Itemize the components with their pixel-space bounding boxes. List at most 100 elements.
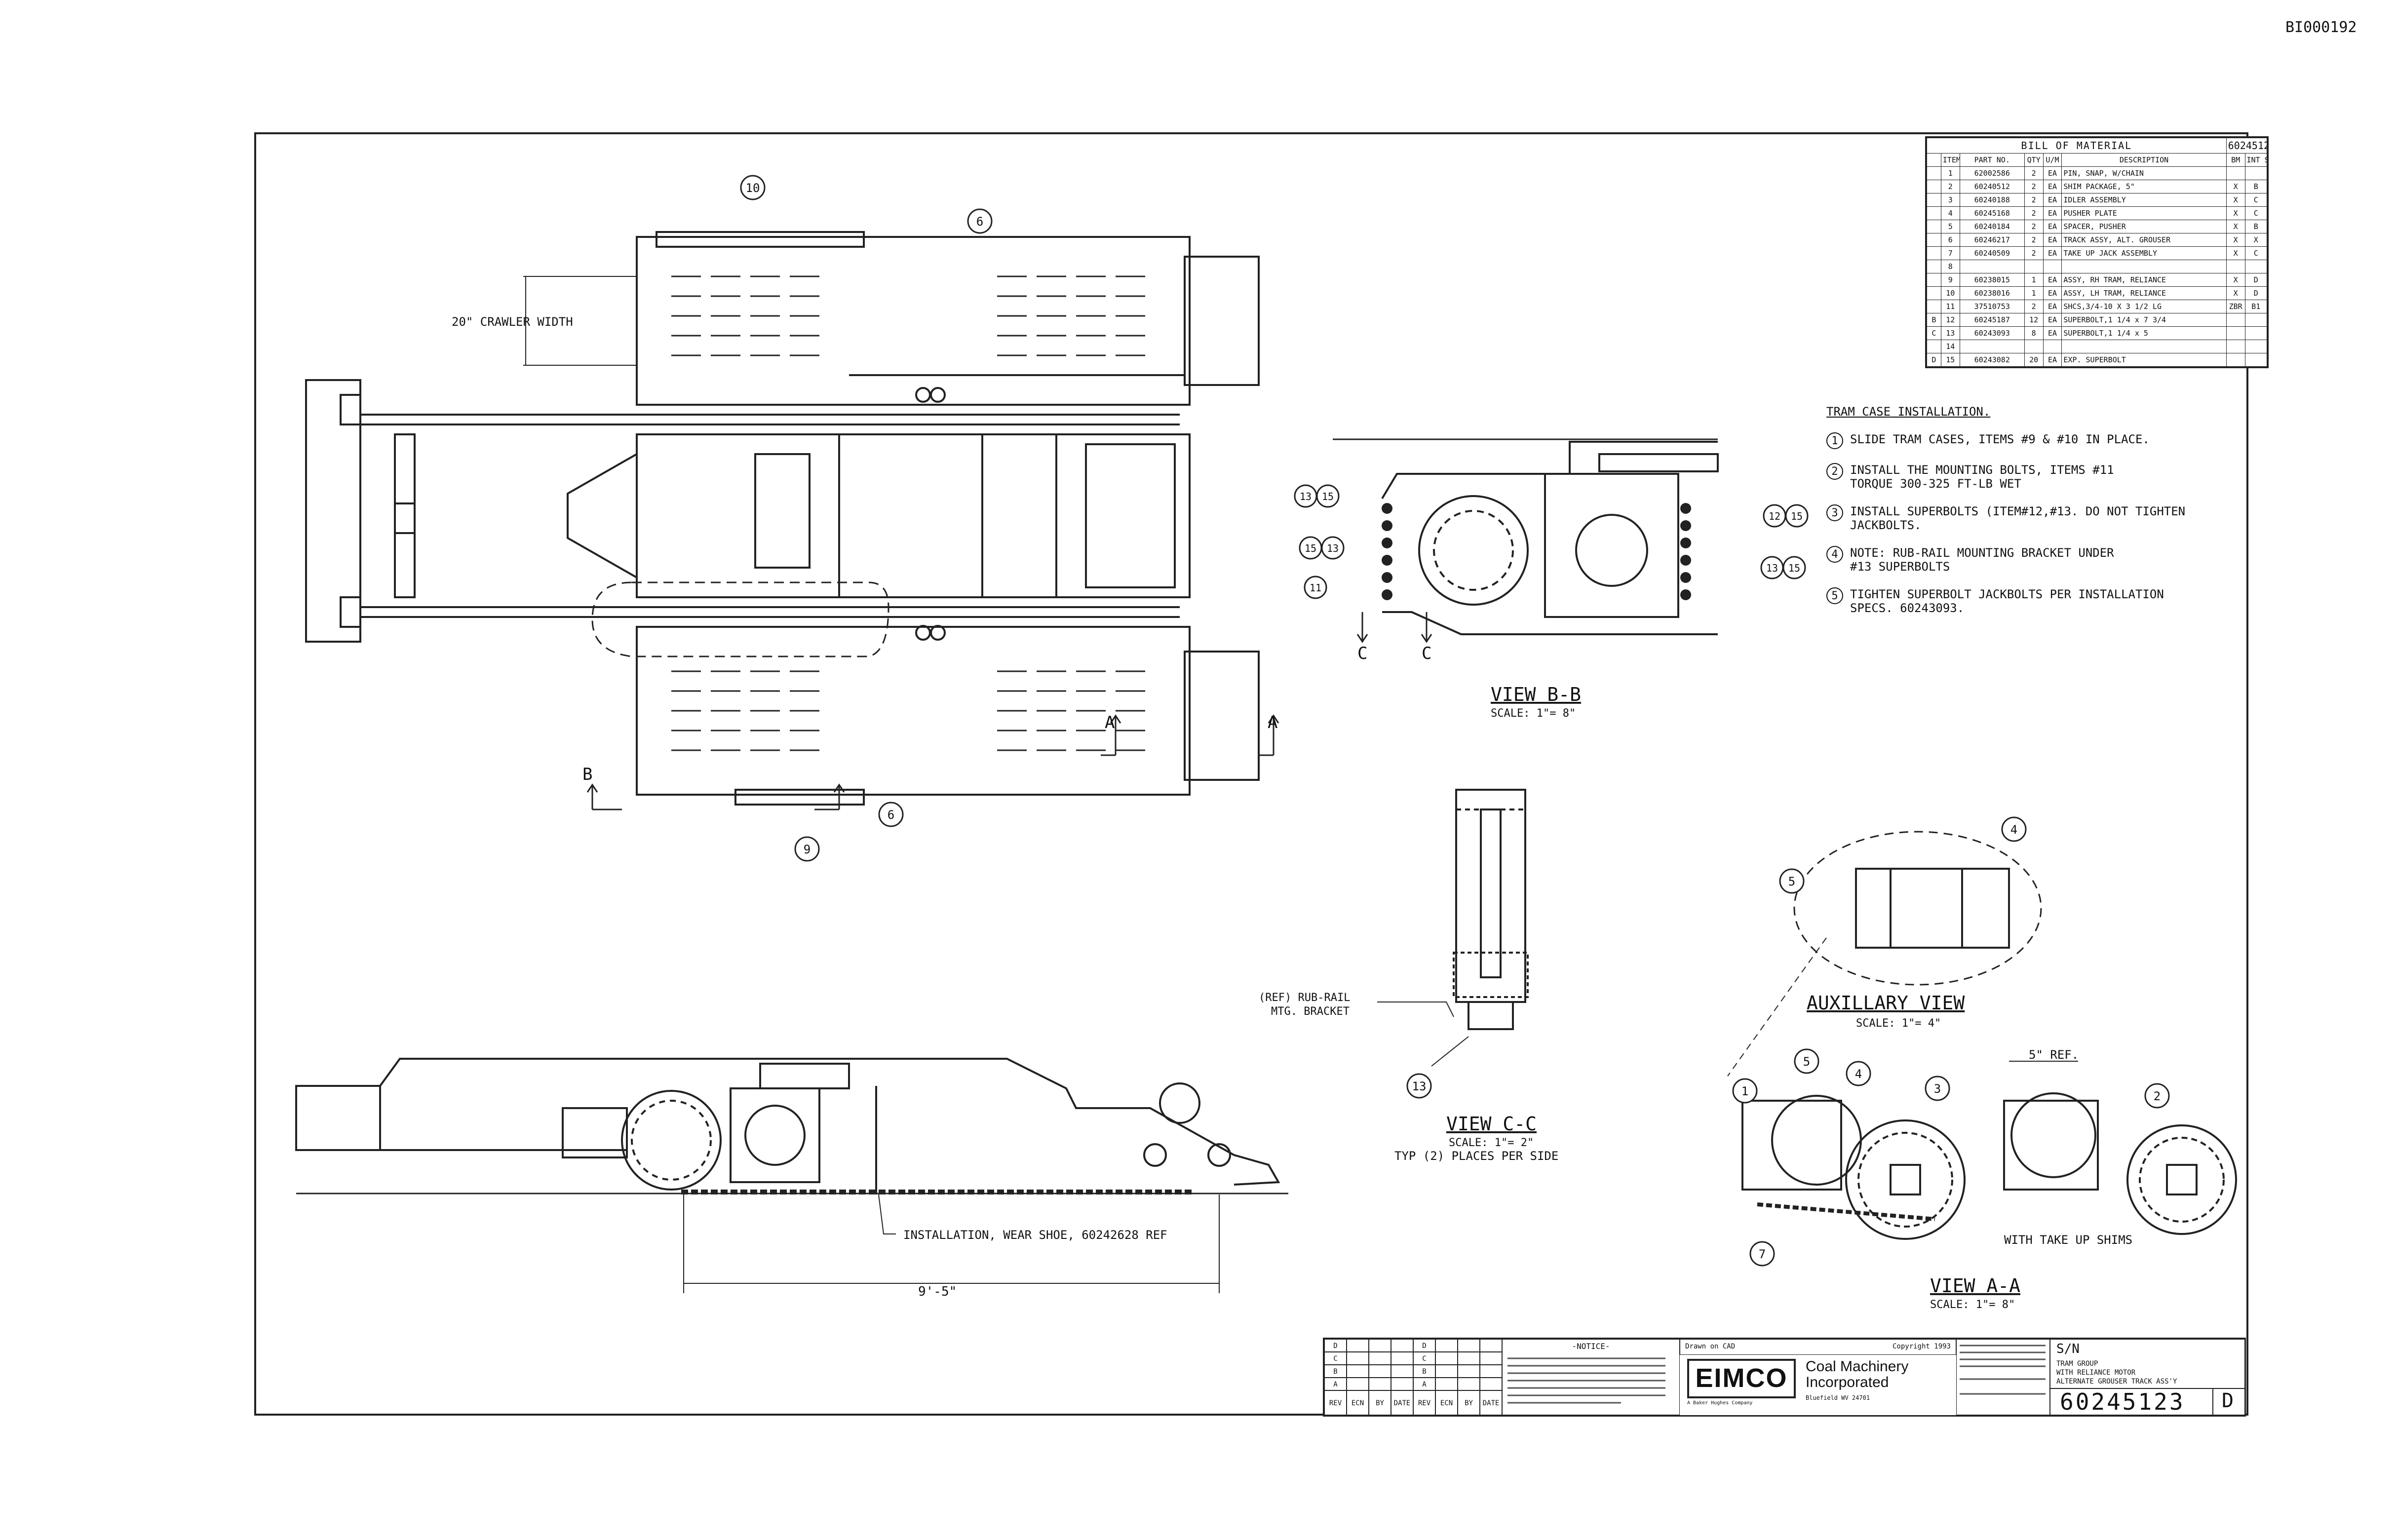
bom-cell-part: 60243093	[1959, 326, 2025, 340]
revision-cell	[1435, 1365, 1458, 1378]
bom-cell-qty: 2	[2024, 166, 2044, 180]
upper-track	[636, 236, 1191, 406]
revision-cell	[1391, 1365, 1413, 1378]
bom-cell-part	[1959, 260, 2025, 273]
bom-cell-item: 6	[1940, 233, 1960, 247]
bom-cell-desc	[2061, 340, 2227, 353]
balloon-6	[878, 802, 904, 827]
bom-cell-um: EA	[2043, 166, 2062, 180]
svg-text:9: 9	[804, 843, 811, 856]
bom-cell-um: EA	[2043, 313, 2062, 327]
bom-cell-part: 60240184	[1959, 220, 2025, 233]
bom-cell-part: 60238015	[1959, 273, 2025, 287]
drawing-title-cell: S/N TRAM GROUP WITH RELIANCE MOTOR ALTER…	[2050, 1339, 2245, 1388]
svg-text:13: 13	[1327, 542, 1339, 554]
revision-cell	[1347, 1365, 1369, 1378]
bom-cell-mark	[1927, 260, 1941, 273]
bom-cell-mark	[1927, 193, 1941, 207]
bom-cell-qty: 2	[2024, 206, 2044, 220]
bom-cell-bm: X	[2226, 180, 2245, 193]
revision-cell	[1435, 1378, 1458, 1390]
view-cc	[1377, 789, 1529, 1067]
drawing-title: TRAM GROUP WITH RELIANCE MOTOR ALTERNATE…	[2056, 1360, 2177, 1386]
bom-cell-desc: SHCS,3/4-10 X 3 1/2 LG	[2061, 300, 2227, 313]
bom-cell-sum: B	[2244, 180, 2268, 193]
bom-cell-sum: B	[2244, 220, 2268, 233]
bom-cell-qty: 2	[2024, 246, 2044, 260]
bom-cell-qty: 1	[2024, 273, 2044, 287]
approval-lines	[1960, 1345, 2046, 1395]
section-c-marker: C	[1422, 644, 1431, 663]
revision-cell	[1391, 1378, 1413, 1390]
bom-cell-sum: B1	[2244, 300, 2268, 313]
bom-cell-qty: 2	[2024, 233, 2044, 247]
revision-header-cell: ECN	[1347, 1390, 1369, 1415]
grouser-pattern	[671, 275, 1145, 751]
revision-cell: B	[1324, 1365, 1347, 1378]
drawing-number: 60245123	[2060, 1388, 2185, 1415]
drive-sprocket	[621, 1090, 722, 1191]
bom-cell-sum: X	[2244, 233, 2268, 247]
bom-cell-bm	[2226, 260, 2245, 273]
revision-cell	[1458, 1352, 1480, 1365]
bom-cell-item: 12	[1940, 313, 1960, 327]
view-aa	[1741, 1061, 2237, 1240]
bom-cell-desc: ASSY, LH TRAM, RELIANCE	[2061, 286, 2227, 300]
view-cc-typ: TYP (2) PLACES PER SIDE	[1394, 1149, 1558, 1163]
bom-cell-sum: D	[2244, 273, 2268, 287]
bom-cell-part: 60238016	[1959, 286, 2025, 300]
bom-title: BILL OF MATERIAL	[1927, 138, 2227, 154]
bom-cell-desc: TAKE UP JACK ASSEMBLY	[2061, 246, 2227, 260]
bom-cell-um: EA	[2043, 286, 2062, 300]
drawing-labels: 20" CRAWLER WIDTH B A A C C VIEW B-B SCA…	[452, 315, 2132, 1311]
bom-cell-bm	[2226, 340, 2245, 353]
svg-text:11: 11	[1310, 582, 1321, 594]
bom-cell-qty: 2	[2024, 180, 2044, 193]
revision-cell	[1458, 1365, 1480, 1378]
revision-cell	[1391, 1339, 1413, 1352]
revision-cell	[1458, 1378, 1480, 1390]
section-a-marker: A	[1268, 713, 1277, 732]
bom-cell-sum	[2244, 260, 2268, 273]
bom-cell-desc: IDLER ASSEMBLY	[2061, 193, 2227, 207]
sheet-id: BI000192	[2285, 19, 2357, 36]
svg-text:4: 4	[1855, 1067, 1862, 1081]
bom-cell-bm	[2226, 353, 2245, 367]
notice-text-lines	[1507, 1357, 1665, 1404]
revision-header-cell: REV	[1324, 1390, 1347, 1415]
view-aa-scale: SCALE: 1"= 8"	[1930, 1299, 2015, 1311]
bom-cell-item: 4	[1940, 206, 1960, 220]
serial-number-label: S/N	[2056, 1342, 2080, 1356]
note-number: 5	[1826, 587, 1843, 604]
bom-cell-sum	[2244, 166, 2268, 180]
bom-cell-qty	[2024, 260, 2044, 273]
svg-text:15: 15	[1788, 562, 1800, 574]
bom-cell-bm: X	[2226, 233, 2245, 247]
notes-title: TRAM CASE INSTALLATION.	[1826, 405, 1991, 419]
revision-cell	[1458, 1339, 1480, 1352]
bom-cell-sum	[2244, 353, 2268, 367]
bom-cell-sum: C	[2244, 193, 2268, 207]
bom-cell-desc: TRACK ASSY, ALT. GROUSER	[2061, 233, 2227, 247]
note-number: 3	[1826, 504, 1843, 521]
svg-text:10: 10	[746, 181, 760, 195]
bom-cell-part: 60243082	[1959, 353, 2025, 367]
bom-cell-item: 10	[1940, 286, 1960, 300]
note-text: SLIDE TRAM CASES, ITEMS #9 & #10 IN PLAC…	[1850, 432, 2150, 446]
bom-number: 60245123	[2226, 138, 2268, 154]
bom-cell-desc: EXP. SUPERBOLT	[2061, 353, 2227, 367]
section-a-marker: A	[1105, 713, 1115, 732]
bom-cell-um: EA	[2043, 300, 2062, 313]
auxillary-view-title: AUXILLARY VIEW	[1807, 992, 1965, 1014]
bom-cell-part: 60240188	[1959, 193, 2025, 207]
drawing-number-cell	[2050, 1388, 2213, 1415]
callout-balloons	[740, 175, 2170, 1267]
revision-cell: A	[1413, 1378, 1435, 1390]
bom-cell-part: 37510753	[1959, 300, 2025, 313]
bom-cell-um	[2043, 260, 2062, 273]
svg-text:15: 15	[1791, 510, 1803, 522]
revision-header-cell: ECN	[1435, 1390, 1458, 1415]
tram-case	[730, 1087, 820, 1183]
